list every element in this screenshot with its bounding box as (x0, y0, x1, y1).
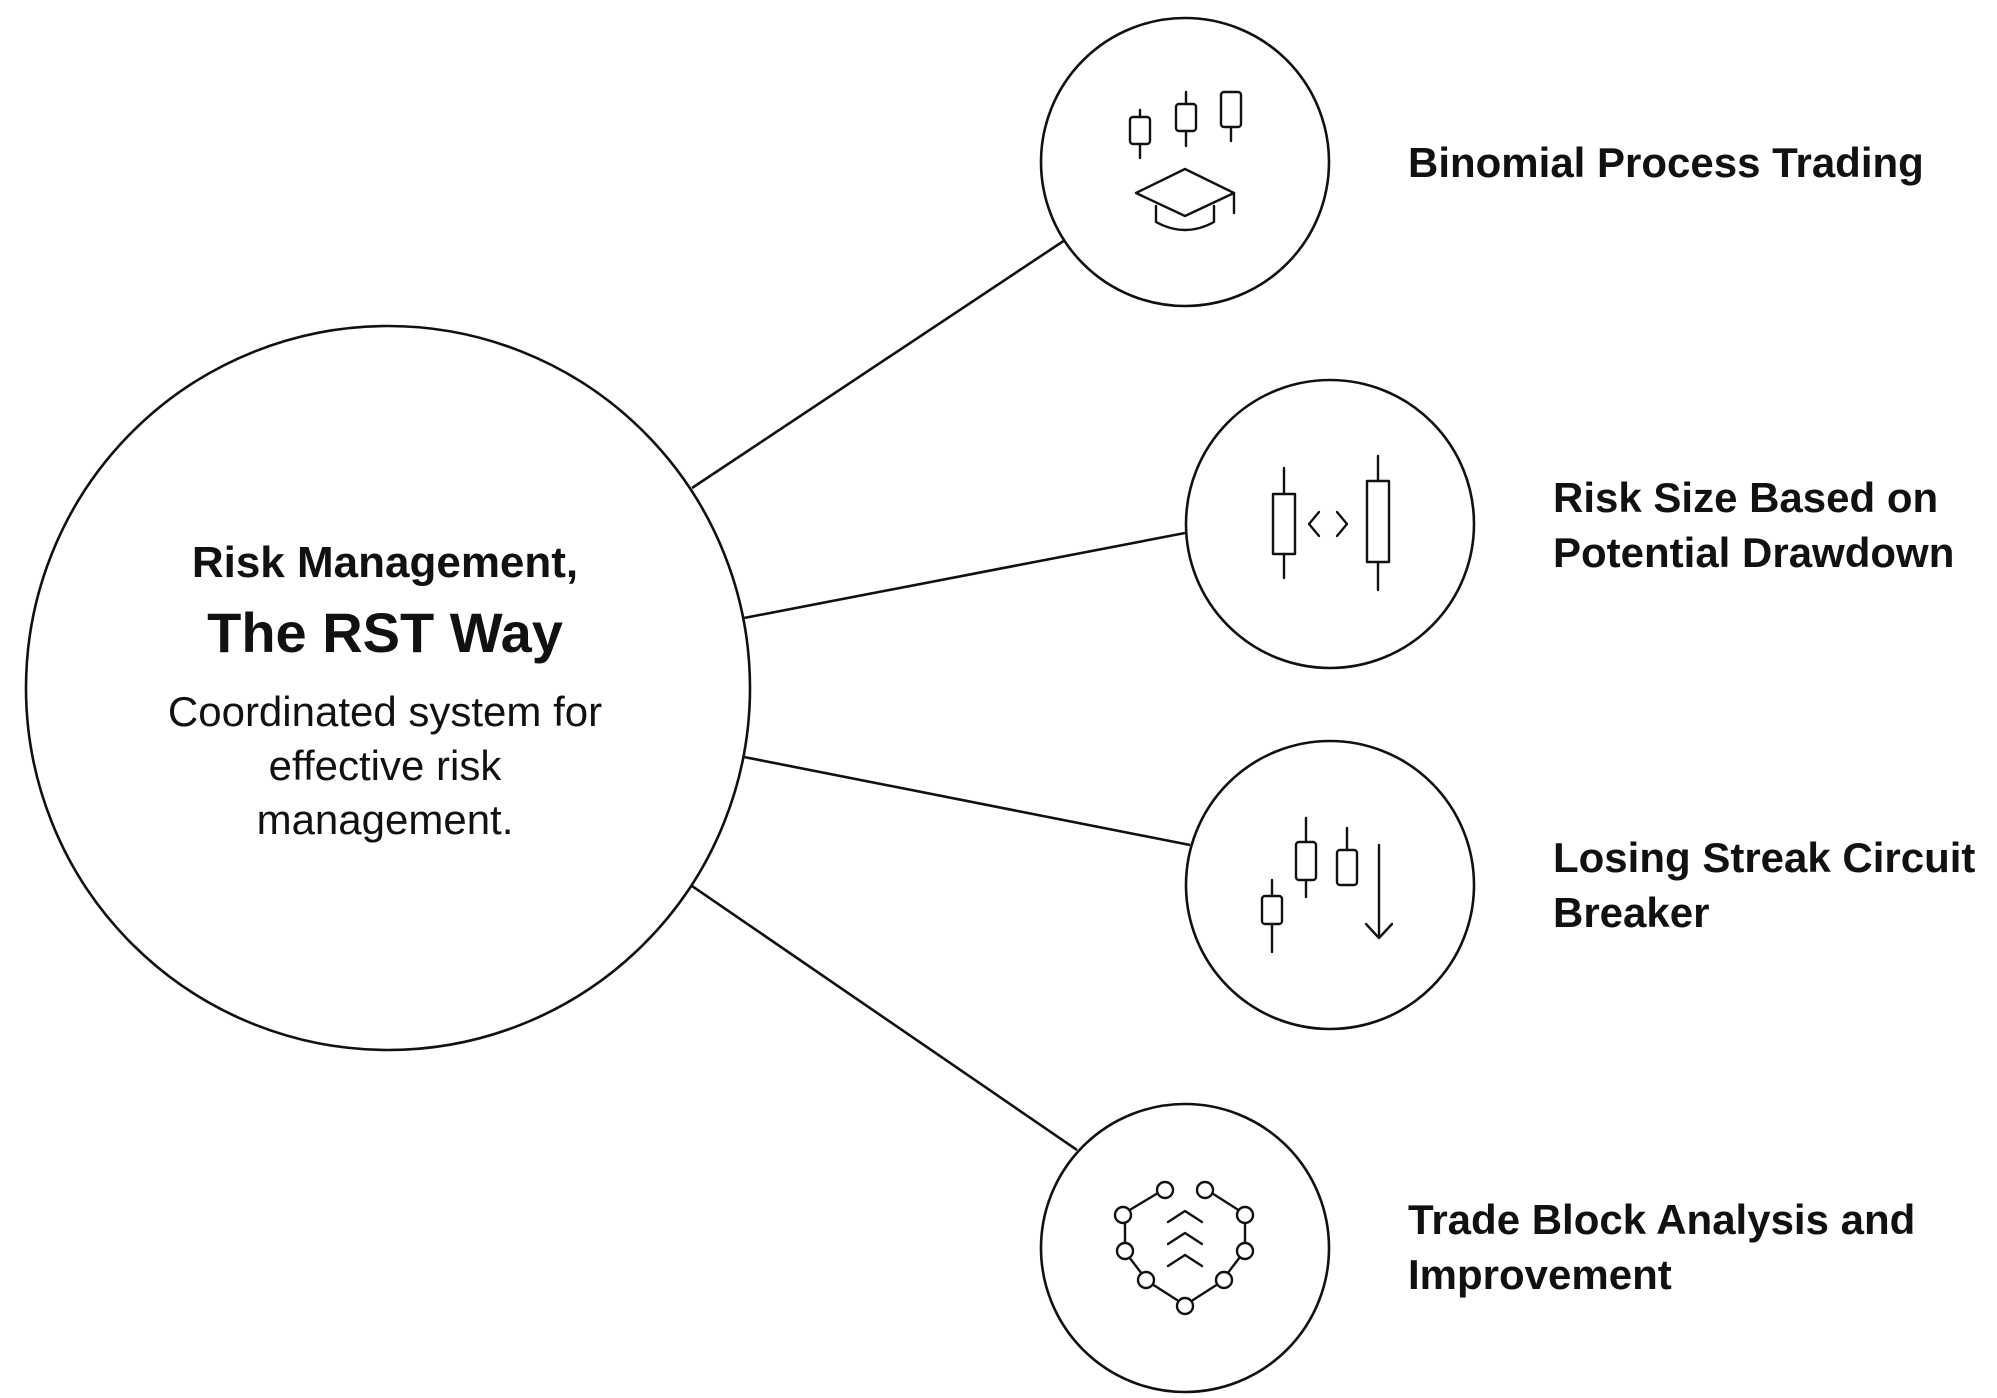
connectors (691, 238, 1191, 1152)
connector-3 (743, 755, 1191, 847)
hub-circle (24, 324, 752, 1052)
node-label-line: Improvement (1408, 1251, 1672, 1298)
hub-title-line-2: The RST Way (207, 601, 563, 664)
node-label-line: Binomial Process Trading (1408, 139, 1924, 186)
node-label-line: Risk Size Based on (1553, 474, 1939, 521)
connector-4 (691, 884, 1078, 1152)
node-label-trade-block: Trade Block Analysis and Improvement (1408, 1192, 1915, 1302)
candlestick-graduation-cap-icon (1128, 90, 1243, 232)
hexagon-network-chevrons-icon (1113, 1180, 1255, 1316)
hub-title-line-1: Risk Management, (191, 538, 579, 587)
node-label-line: Losing Streak Circuit (1553, 834, 1976, 881)
node-circle-4 (1039, 1102, 1331, 1394)
connector-1 (691, 238, 1066, 490)
node-circle-2 (1184, 378, 1476, 670)
candlestick-down-arrow-icon (1260, 816, 1394, 954)
node-label-line: Breaker (1553, 889, 1710, 936)
candlestick-compare-icon (1271, 454, 1391, 592)
node-circle-3 (1184, 739, 1476, 1031)
node-label-losing-streak: Losing Streak Circuit Breaker (1553, 830, 1975, 940)
node-label-line: Potential Drawdown (1553, 529, 1955, 576)
node-circle-1 (1039, 16, 1331, 308)
node-label-risk-size: Risk Size Based on Potential Drawdown (1553, 470, 1954, 580)
hub-text: Risk Management, The RST Way Coordinated… (85, 535, 685, 847)
hub-description: Coordinated system for effective risk ma… (167, 688, 603, 843)
connector-2 (743, 531, 1186, 620)
node-label-binomial-process-trading: Binomial Process Trading (1408, 135, 1924, 190)
node-label-line: Trade Block Analysis and (1408, 1196, 1916, 1243)
